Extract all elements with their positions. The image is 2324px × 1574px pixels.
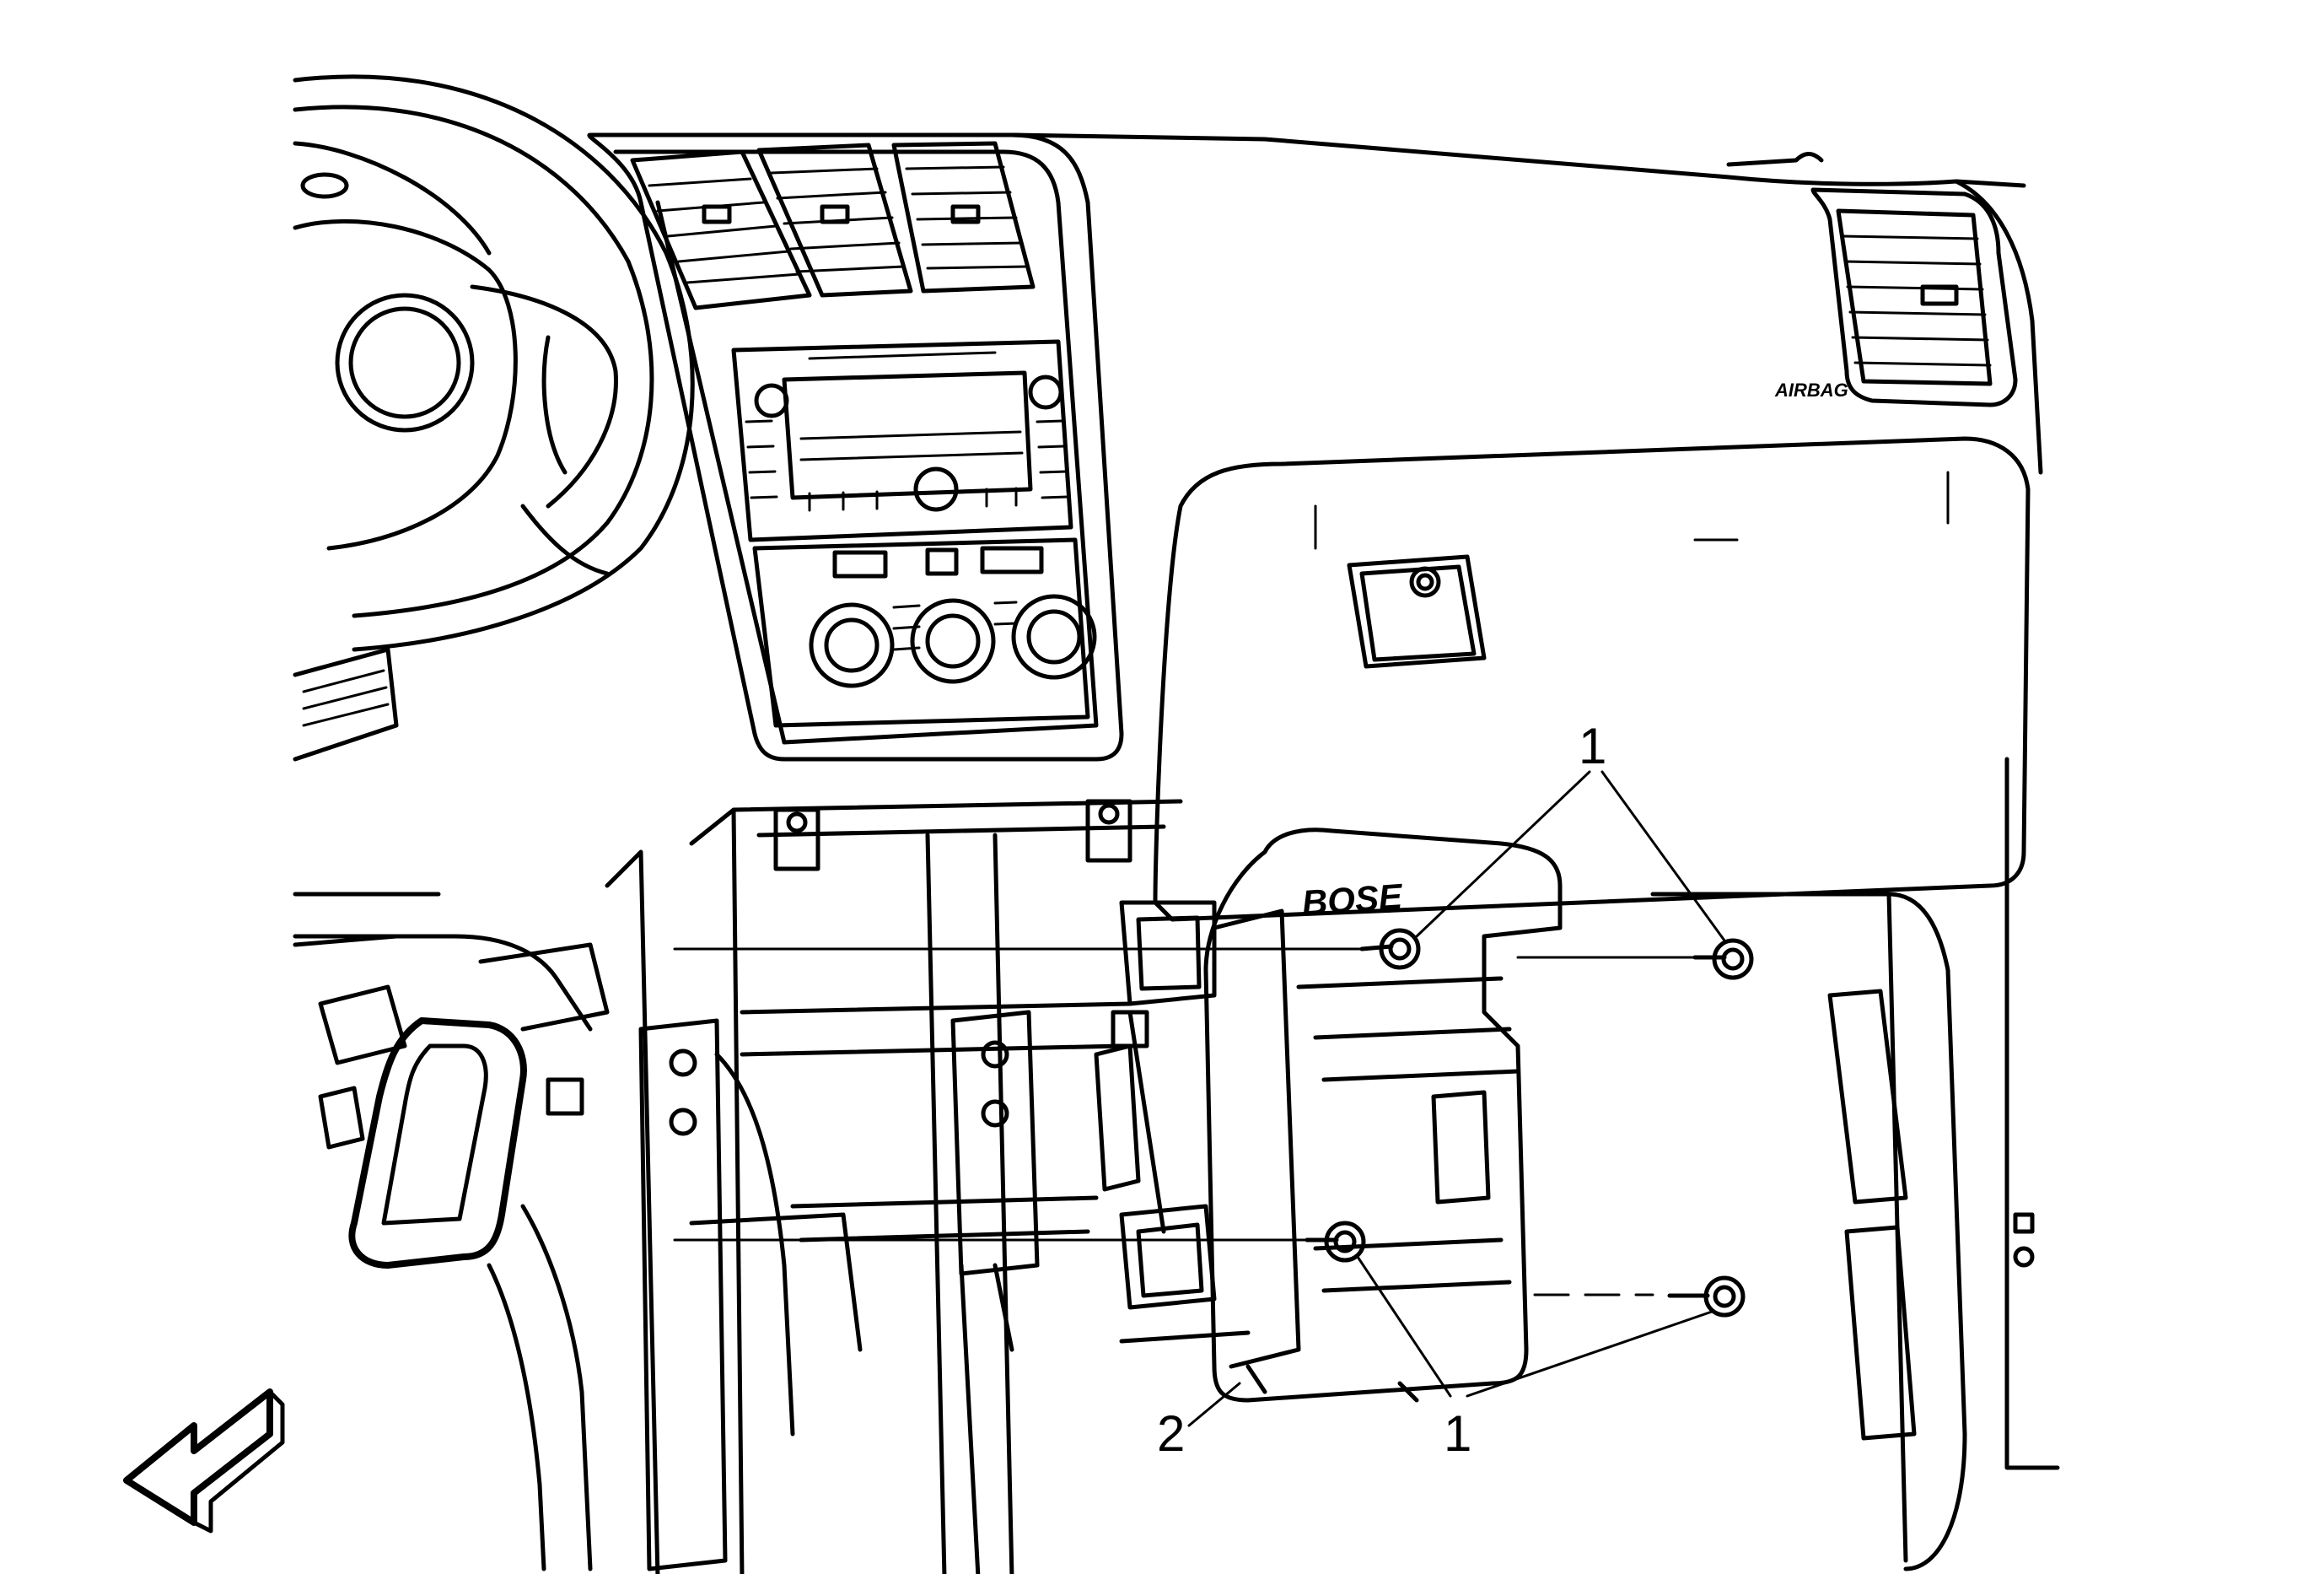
vent-right-outboard bbox=[1810, 187, 2018, 407]
airbag-label: AIRBAG bbox=[1774, 380, 1848, 401]
fan-knob bbox=[910, 598, 996, 684]
vent-right-center bbox=[891, 141, 1036, 294]
callout-fastener-top: 1 bbox=[1579, 718, 1606, 774]
fastener-lower-right bbox=[1533, 1275, 1746, 1318]
front-direction-arrow-icon bbox=[123, 1388, 285, 1534]
fastener-upper-left bbox=[673, 928, 1421, 970]
leader-lines bbox=[1187, 770, 1726, 1427]
amplifier-module bbox=[1094, 827, 1563, 1403]
glove-box bbox=[1153, 436, 2031, 922]
callout-component: 2 bbox=[1157, 1405, 1185, 1462]
glove-box-lock bbox=[1409, 566, 1441, 598]
temp-knob-right bbox=[1011, 594, 1097, 680]
fastener-lower-left bbox=[673, 1221, 1366, 1263]
passenger-dash bbox=[1009, 132, 2043, 475]
steering-wheel bbox=[293, 74, 695, 947]
radio-head-unit bbox=[731, 339, 1073, 542]
cross-car-beam bbox=[293, 799, 1251, 1574]
center-vents bbox=[630, 141, 1036, 310]
climate-controls bbox=[752, 537, 1097, 728]
svg-text:BOSE: BOSE bbox=[1300, 876, 1405, 923]
amplifier-connector-lower bbox=[1119, 1204, 1217, 1310]
horn-pad bbox=[335, 293, 475, 433]
glove-box-handle bbox=[1347, 554, 1487, 669]
vent-left-center bbox=[630, 149, 812, 310]
amplifier-connector-upper bbox=[1119, 900, 1217, 1006]
temp-knob-left bbox=[809, 602, 895, 688]
callout-labels: 1 1 2 bbox=[1157, 718, 1606, 1462]
brand-lettering: BOSE bbox=[1300, 876, 1405, 923]
tune-knob bbox=[1028, 375, 1063, 410]
bracket-stud bbox=[669, 1048, 697, 1077]
steering-column-bracket bbox=[318, 942, 610, 1571]
svg-text:AIRBAG: AIRBAG bbox=[1774, 380, 1848, 401]
center-stack bbox=[587, 132, 1124, 762]
vent-middle-center bbox=[756, 143, 913, 298]
support-brackets bbox=[546, 1010, 1149, 1571]
callout-fastener-bottom: 1 bbox=[1444, 1405, 1471, 1462]
fastener-upper-right bbox=[1516, 938, 1754, 980]
lower-dash-right bbox=[1650, 757, 2060, 1571]
volume-knob bbox=[754, 383, 789, 418]
